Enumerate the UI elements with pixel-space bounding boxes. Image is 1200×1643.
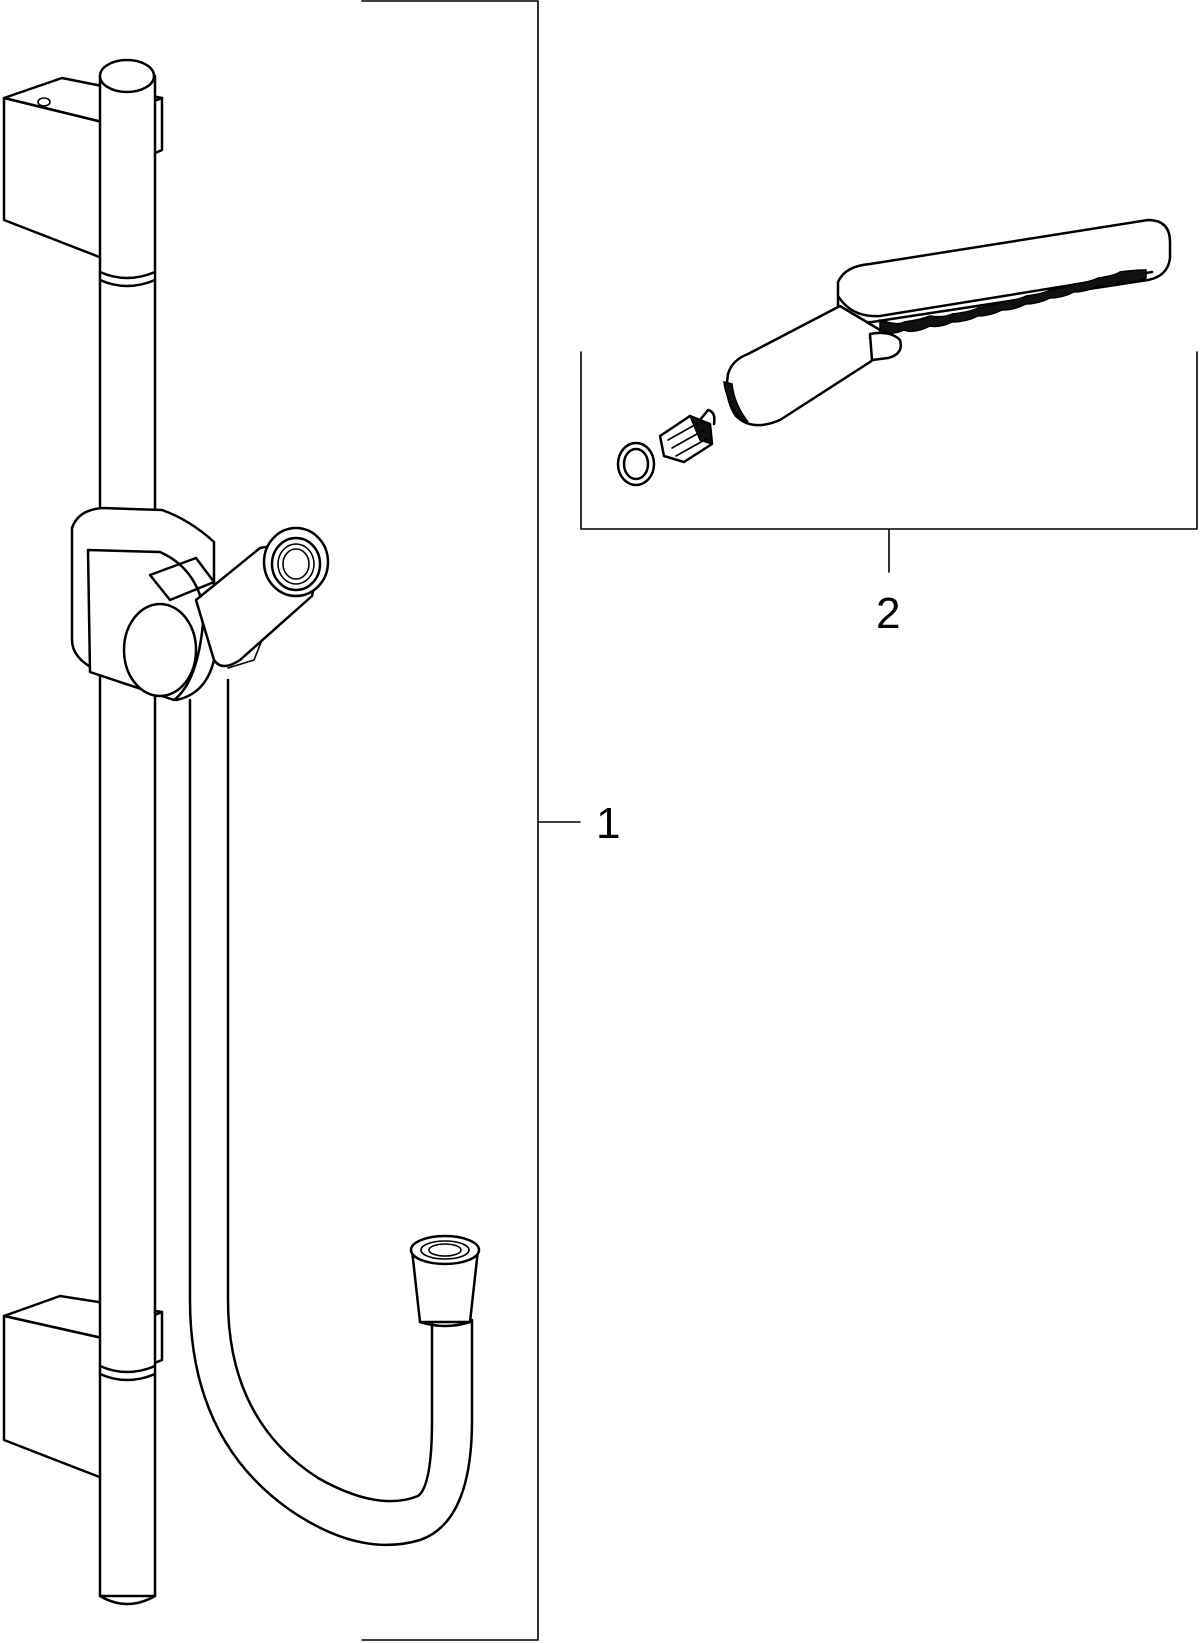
hand-shower-head [723,218,1172,427]
hand-shower-assembly: 2 [580,218,1198,638]
callout-1-label: 1 [596,799,620,848]
callout-2-bracket [580,351,1198,573]
flow-restrictor [658,408,716,464]
washer [616,441,656,487]
callout-2-label: 2 [876,589,900,638]
slide-rail [98,58,157,1606]
shower-hose [188,678,481,1547]
slider-holder [70,506,330,702]
callout-1-bracket [361,0,581,1641]
shower-rail-set: 1 [2,0,620,1641]
spray-nozzles [879,269,1147,334]
